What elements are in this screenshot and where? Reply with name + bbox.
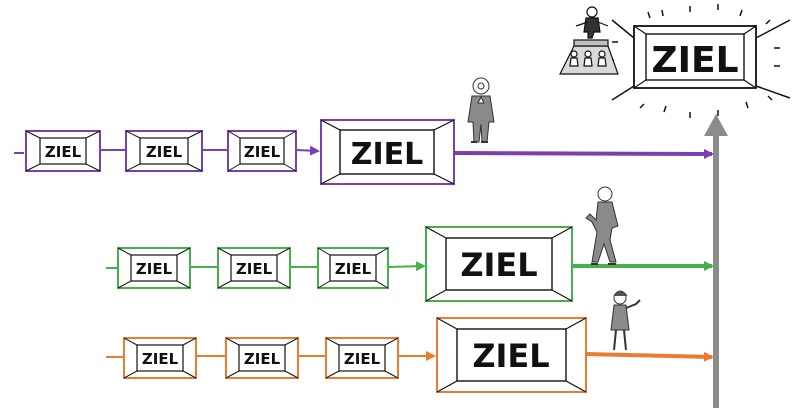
goal-label: ZIEL	[335, 260, 372, 278]
green-big-goal: ZIEL	[425, 226, 573, 302]
purple-big-goal: ZIEL	[320, 119, 455, 185]
orange-small-goal-2: ZIEL	[225, 337, 299, 379]
goal-label: ZIEL	[244, 143, 281, 161]
woman-waving-icon	[610, 290, 641, 351]
goal-label: ZIEL	[244, 350, 281, 368]
row-orange: ZIEL ZIEL ZIEL ZIEL	[106, 290, 714, 393]
green-small-goal-3: ZIEL	[317, 247, 389, 289]
purple-small-goal-1: ZIEL	[25, 130, 101, 172]
row-green: ZIEL ZIEL ZIEL ZIEL	[106, 186, 714, 302]
final-goal-label: ZIEL	[651, 40, 738, 81]
goal-label: ZIEL	[236, 260, 273, 278]
orange-small-goal-3: ZIEL	[325, 337, 399, 379]
leader-on-podium-icon	[559, 6, 619, 75]
goal-label: ZIEL	[45, 143, 82, 161]
goal-label: ZIEL	[142, 350, 179, 368]
green-small-goal-2: ZIEL	[217, 247, 291, 289]
orange-big-goal: ZIEL	[436, 317, 587, 393]
final-goal: ZIEL	[608, 4, 791, 118]
man-standing-icon	[467, 77, 495, 143]
purple-small-goal-3: ZIEL	[227, 130, 297, 172]
goal-label: ZIEL	[136, 260, 173, 278]
orange-small-goal-1: ZIEL	[123, 337, 197, 379]
goal-label: ZIEL	[460, 246, 537, 284]
goal-label: ZIEL	[344, 350, 381, 368]
man-leaning-icon	[585, 186, 619, 265]
goal-label: ZIEL	[472, 337, 549, 375]
goal-label: ZIEL	[351, 137, 424, 172]
goal-label: ZIEL	[146, 143, 183, 161]
purple-small-goal-2: ZIEL	[125, 130, 203, 172]
vertical-axis-arrow	[704, 114, 728, 408]
green-small-goal-1: ZIEL	[117, 247, 191, 289]
row-purple: ZIEL ZIEL ZIEL ZIEL	[14, 77, 714, 185]
